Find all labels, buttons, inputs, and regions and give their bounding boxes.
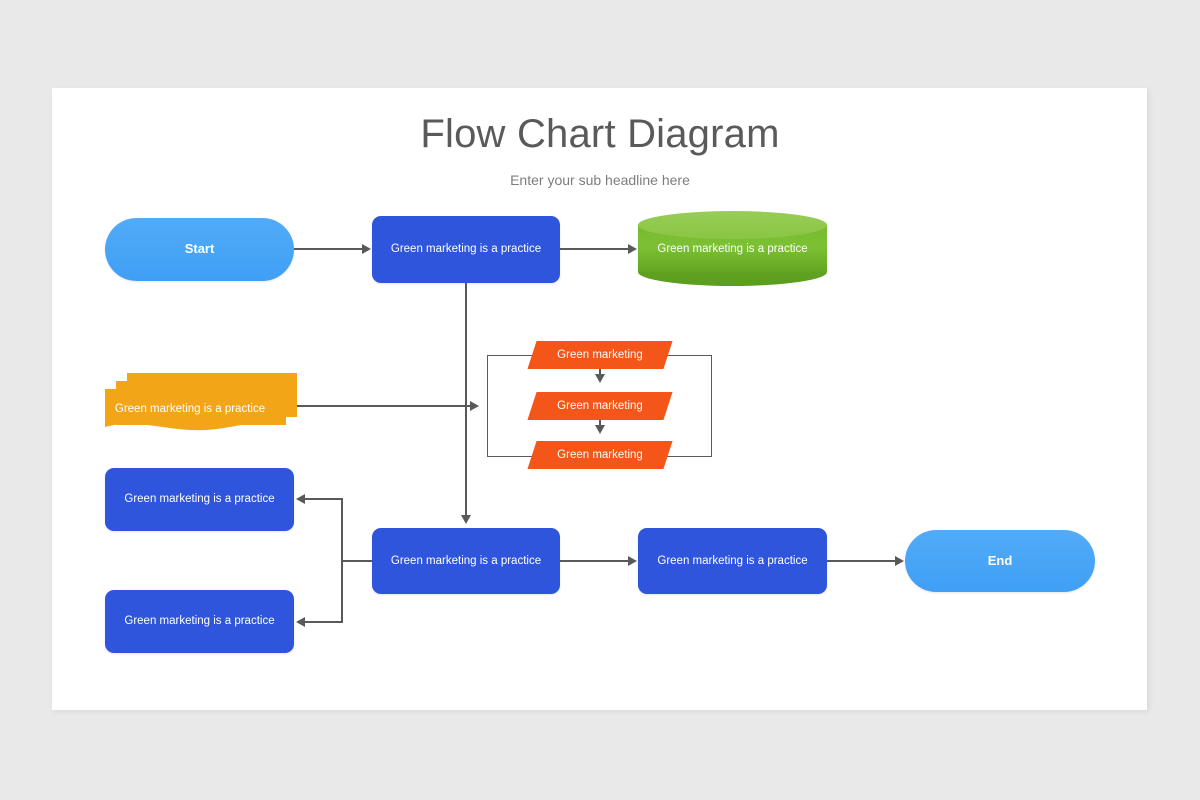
page-subtitle: Enter your sub headline here <box>510 172 690 188</box>
arrowhead-right-icon <box>895 556 904 566</box>
node-start-label: Start <box>184 241 215 257</box>
node-process-bottom-2[interactable]: Green marketing is a practice <box>638 528 827 594</box>
node-end[interactable]: End <box>905 530 1095 592</box>
connector-process-top-to-bottom-trunk <box>465 283 467 520</box>
node-database-label: Green marketing is a practice <box>657 242 808 255</box>
node-multidoc-label: Green marketing is a practice <box>114 402 266 415</box>
node-process-top[interactable]: Green marketing is a practice <box>372 216 560 283</box>
page-title: Flow Chart Diagram <box>420 112 780 156</box>
connector-loop-1-to-2 <box>599 369 601 376</box>
arrowhead-down-icon <box>461 515 471 524</box>
node-process-top-label: Green marketing is a practice <box>390 243 542 256</box>
node-start[interactable]: Start <box>105 218 294 281</box>
connector-branch-spine <box>341 498 343 623</box>
arrowhead-right-icon <box>628 244 637 254</box>
arrowhead-left-icon <box>296 617 305 627</box>
node-loop-item-2-label: Green marketing <box>557 400 643 412</box>
connector-branch-to-top-box <box>305 498 342 500</box>
node-process-bottom-1[interactable]: Green marketing is a practice <box>372 528 560 594</box>
arrowhead-right-icon <box>628 556 637 566</box>
connector-start-to-process-top <box>294 248 362 250</box>
arrowhead-down-icon <box>595 425 605 434</box>
connector-bottom-2-to-end <box>827 560 895 562</box>
arrowhead-right-icon <box>362 244 371 254</box>
node-branch-bottom[interactable]: Green marketing is a practice <box>105 590 294 653</box>
arrowhead-right-icon <box>470 401 479 411</box>
multidoc-layer-front <box>105 389 275 431</box>
connector-branch-to-bottom-box <box>305 621 342 623</box>
node-branch-top-label: Green marketing is a practice <box>124 493 275 506</box>
cylinder-top-ellipse <box>638 211 827 239</box>
arrowhead-left-icon <box>296 494 305 504</box>
node-branch-top[interactable]: Green marketing is a practice <box>105 468 294 531</box>
arrowhead-down-icon <box>595 374 605 383</box>
connector-loop-2-to-3 <box>599 420 601 427</box>
node-end-label: End <box>987 552 1013 568</box>
node-database[interactable]: Green marketing is a practice <box>638 211 827 286</box>
node-loop-item-3-label: Green marketing <box>557 449 643 461</box>
node-branch-bottom-label: Green marketing is a practice <box>124 615 275 628</box>
connector-process-top-to-database <box>560 248 628 250</box>
node-loop-item-1-label: Green marketing <box>557 349 643 361</box>
connector-bottom-1-to-bottom-2 <box>560 560 628 562</box>
node-process-bottom-1-label: Green marketing is a practice <box>390 554 542 567</box>
connector-multidoc-to-loop <box>297 405 475 407</box>
node-multidoc[interactable]: Green marketing is a practice <box>105 373 297 435</box>
node-process-bottom-2-label: Green marketing is a practice <box>657 554 808 567</box>
connector-bottom-1-to-branch <box>341 560 372 562</box>
